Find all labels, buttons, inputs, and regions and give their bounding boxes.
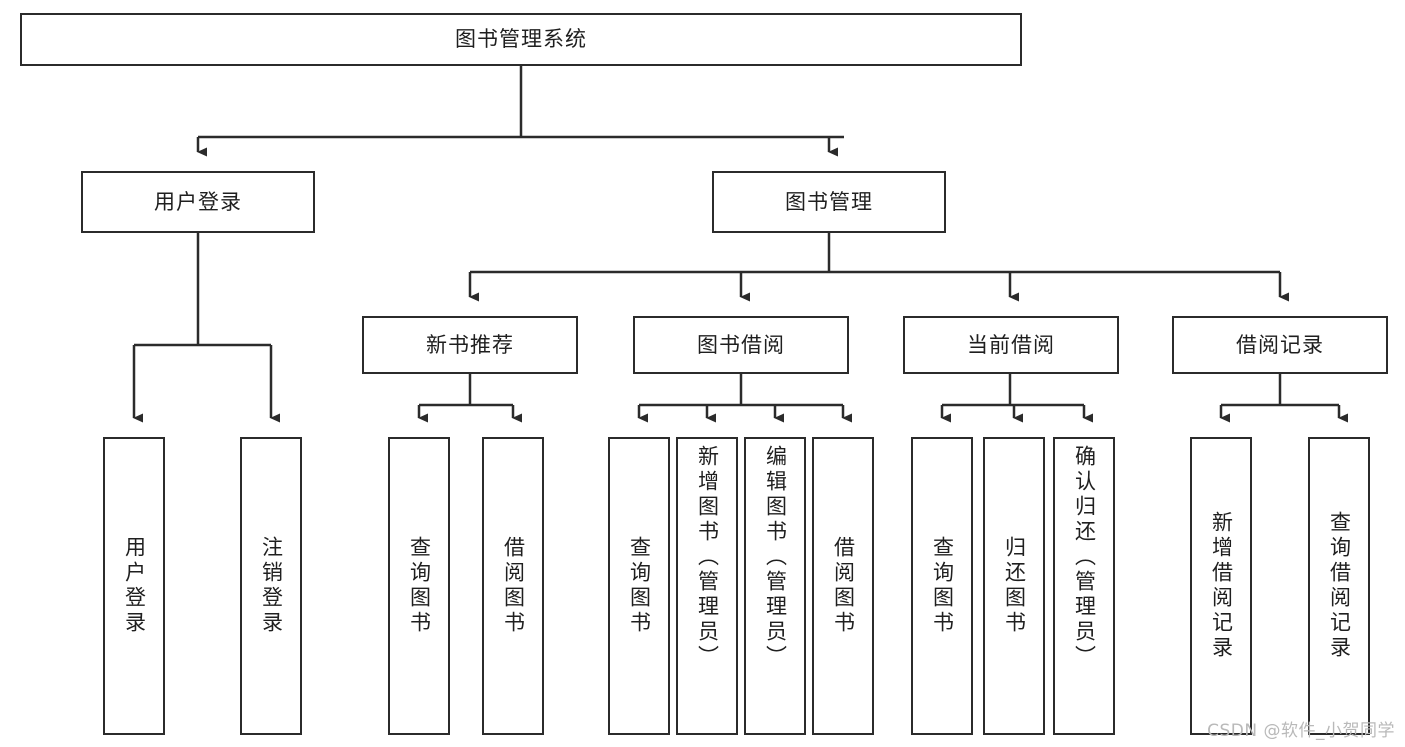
node-leaf-edit-book-admin-label: 编辑图书（管理员） <box>763 445 788 670</box>
node-leaf-borrow-book-1-label: 借阅图书 <box>501 536 526 636</box>
node-leaf-confirm-return-admin[interactable]: 确认归还（管理员） <box>1053 437 1115 735</box>
node-user-login-label: 用户登录 <box>154 189 242 214</box>
connector-userlogin-to-leaves <box>132 233 280 423</box>
csdn-watermark: CSDN @软件_小贺同学 <box>1207 721 1395 741</box>
node-borrow-record[interactable]: 借阅记录 <box>1172 316 1388 374</box>
node-leaf-add-borrow-record-label: 新增借阅记录 <box>1209 511 1234 661</box>
node-book-borrow[interactable]: 图书借阅 <box>633 316 849 374</box>
node-leaf-borrow-book-2[interactable]: 借阅图书 <box>812 437 874 735</box>
node-book-borrow-label: 图书借阅 <box>697 332 785 357</box>
node-leaf-return-book[interactable]: 归还图书 <box>983 437 1045 735</box>
node-current-borrow[interactable]: 当前借阅 <box>903 316 1119 374</box>
node-user-login[interactable]: 用户登录 <box>81 171 315 233</box>
node-leaf-confirm-return-admin-label: 确认归还（管理员） <box>1072 445 1097 670</box>
node-leaf-query-book-3-label: 查询图书 <box>930 536 955 636</box>
node-leaf-query-borrow-record[interactable]: 查询借阅记录 <box>1308 437 1370 735</box>
node-leaf-user-login[interactable]: 用户登录 <box>103 437 165 735</box>
connector-borrowrecord-to-leaves <box>1219 374 1348 423</box>
node-leaf-add-borrow-record[interactable]: 新增借阅记录 <box>1190 437 1252 735</box>
node-root-label: 图书管理系统 <box>455 27 587 52</box>
node-new-book-rec[interactable]: 新书推荐 <box>362 316 578 374</box>
node-leaf-query-book-2[interactable]: 查询图书 <box>608 437 670 735</box>
connector-currentborrow-to-leaves <box>940 374 1093 423</box>
node-leaf-add-book-admin-label: 新增图书（管理员） <box>695 445 720 670</box>
node-leaf-query-book-2-label: 查询图书 <box>627 536 652 636</box>
node-leaf-borrow-book-1[interactable]: 借阅图书 <box>482 437 544 735</box>
node-leaf-user-login-label: 用户登录 <box>122 536 147 636</box>
node-leaf-query-book-1-label: 查询图书 <box>407 536 432 636</box>
node-current-borrow-label: 当前借阅 <box>967 332 1055 357</box>
node-leaf-logout-label: 注销登录 <box>259 536 284 636</box>
node-root[interactable]: 图书管理系统 <box>20 13 1022 66</box>
node-book-manage[interactable]: 图书管理 <box>712 171 946 233</box>
connector-newbook-to-leaves <box>417 374 522 423</box>
node-book-manage-label: 图书管理 <box>785 189 873 214</box>
node-leaf-edit-book-admin[interactable]: 编辑图书（管理员） <box>744 437 806 735</box>
node-new-book-rec-label: 新书推荐 <box>426 332 514 357</box>
node-leaf-logout[interactable]: 注销登录 <box>240 437 302 735</box>
node-leaf-return-book-label: 归还图书 <box>1002 536 1027 636</box>
connector-root-to-level2 <box>196 66 844 157</box>
node-leaf-query-book-1[interactable]: 查询图书 <box>388 437 450 735</box>
node-leaf-query-book-3[interactable]: 查询图书 <box>911 437 973 735</box>
connector-bookborrow-to-leaves <box>637 374 852 423</box>
node-leaf-query-borrow-record-label: 查询借阅记录 <box>1327 511 1352 661</box>
node-leaf-borrow-book-2-label: 借阅图书 <box>831 536 856 636</box>
node-leaf-add-book-admin[interactable]: 新增图书（管理员） <box>676 437 738 735</box>
connector-bookmanage-to-level3 <box>468 233 1289 302</box>
node-borrow-record-label: 借阅记录 <box>1236 332 1324 357</box>
